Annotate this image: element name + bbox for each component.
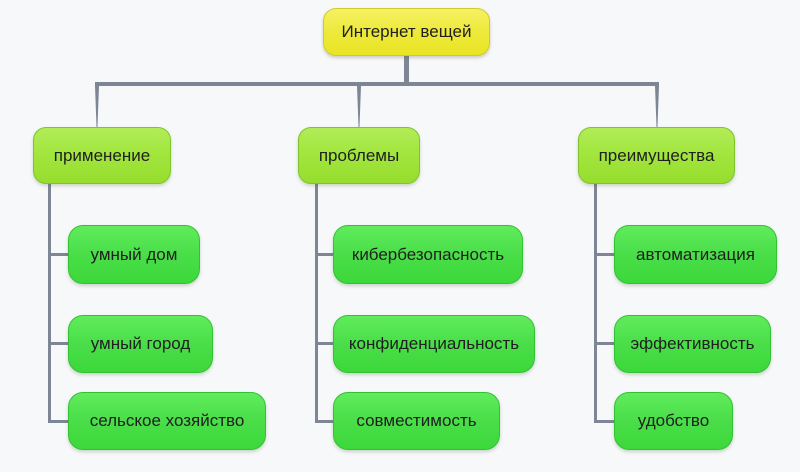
connector-drop-application bbox=[95, 86, 99, 127]
connector-rail-application bbox=[48, 184, 51, 423]
connector-rail-problems bbox=[315, 184, 318, 423]
node-child-smart-city[interactable]: умный город bbox=[68, 315, 213, 373]
connector-root-trunk bbox=[404, 56, 409, 84]
connector-stub-cybersecurity bbox=[315, 253, 333, 256]
node-child-automation[interactable]: автоматизация bbox=[614, 225, 777, 284]
connector-stub-agriculture bbox=[48, 420, 68, 423]
connector-stub-privacy bbox=[315, 342, 333, 345]
node-branch-problems[interactable]: проблемы bbox=[298, 127, 420, 184]
connector-rail-advantages bbox=[594, 184, 597, 423]
node-child-privacy[interactable]: конфиденциальность bbox=[333, 315, 535, 373]
connector-stub-smart-home bbox=[48, 253, 68, 256]
connector-stub-smart-city bbox=[48, 342, 68, 345]
connector-top-rail bbox=[95, 82, 659, 86]
node-child-cybersecurity[interactable]: кибербезопасность bbox=[333, 225, 523, 284]
node-branch-application[interactable]: применение bbox=[33, 127, 171, 184]
connector-drop-advantages bbox=[655, 86, 659, 127]
connector-stub-efficiency bbox=[594, 342, 614, 345]
node-child-efficiency[interactable]: эффективность bbox=[614, 315, 771, 373]
connector-stub-convenience bbox=[594, 420, 614, 423]
connector-drop-problems bbox=[357, 86, 361, 127]
node-root[interactable]: Интернет вещей bbox=[323, 8, 490, 56]
connector-stub-automation bbox=[594, 253, 614, 256]
node-child-convenience[interactable]: удобство bbox=[614, 392, 733, 450]
connector-stub-compatibility bbox=[315, 420, 333, 423]
node-child-smart-home[interactable]: умный дом bbox=[68, 225, 200, 284]
node-branch-advantages[interactable]: преимущества bbox=[578, 127, 735, 184]
node-child-agriculture[interactable]: сельское хозяйство bbox=[68, 392, 266, 450]
node-child-compatibility[interactable]: совместимость bbox=[333, 392, 500, 450]
